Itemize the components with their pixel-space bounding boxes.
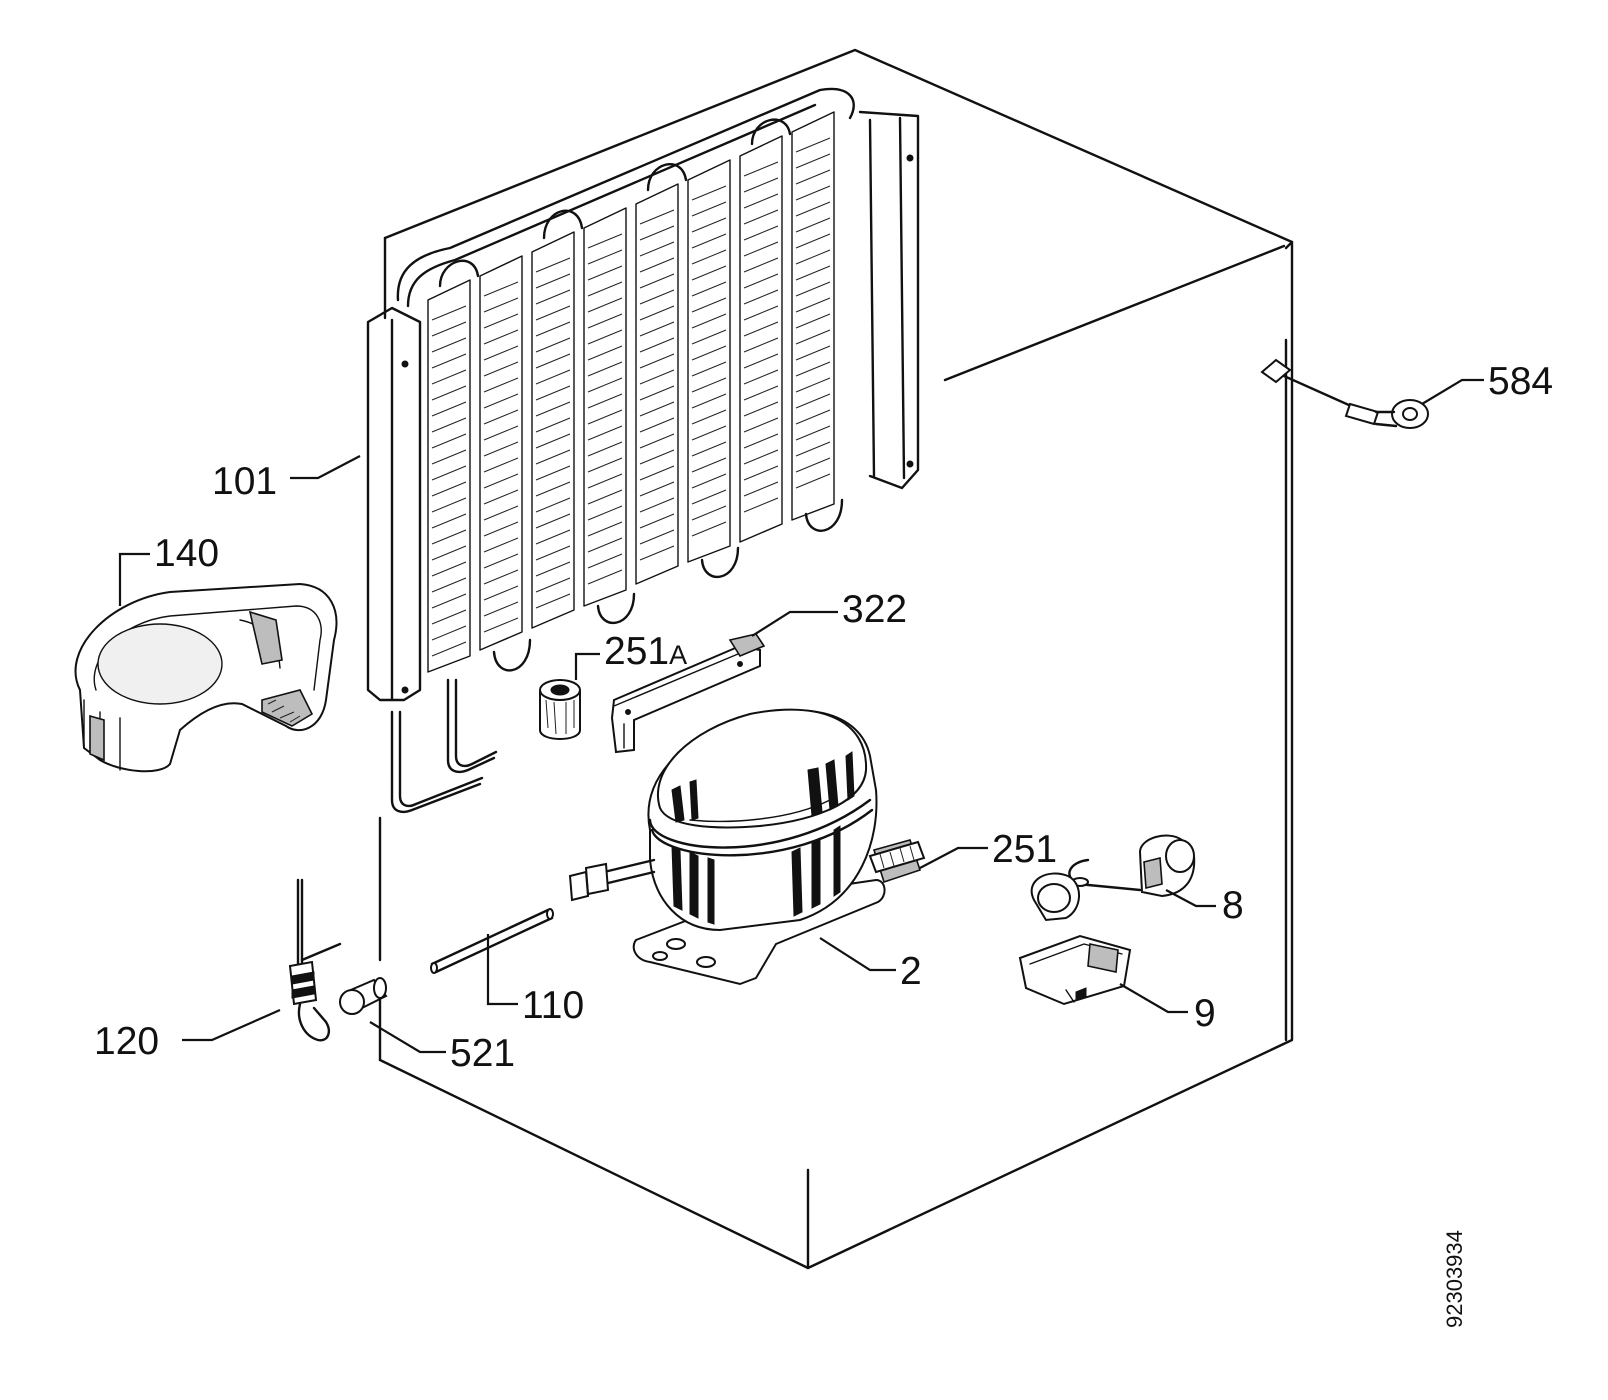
compressor-shading bbox=[671, 751, 855, 925]
label-584: 584 bbox=[1488, 360, 1553, 403]
clip bbox=[1018, 872, 1132, 1006]
label-9: 9 bbox=[1194, 992, 1216, 1035]
cabinet-outline bbox=[378, 48, 1294, 1270]
label-120: 120 bbox=[94, 1020, 159, 1063]
label-8: 8 bbox=[1222, 884, 1244, 927]
drip-tray bbox=[74, 582, 338, 773]
plug-521 bbox=[339, 977, 388, 1015]
condenser-top-bends bbox=[438, 118, 792, 288]
part-labels: 101 140 322 251A 251 2 8 9 110 521 120 5… bbox=[94, 360, 1553, 1075]
condenser-fins bbox=[427, 111, 835, 673]
bracket-322 bbox=[610, 633, 766, 754]
relay bbox=[1068, 834, 1196, 898]
document-number: 92303934 bbox=[1442, 1230, 1467, 1328]
leader-lines bbox=[118, 378, 1484, 1054]
condenser-bottom-bends bbox=[492, 498, 844, 672]
label-322: 322 bbox=[842, 588, 907, 631]
drier-120 bbox=[288, 878, 342, 1042]
label-2: 2 bbox=[900, 950, 922, 993]
tube-110 bbox=[430, 908, 554, 974]
label-251: 251 bbox=[992, 828, 1057, 871]
condenser bbox=[366, 87, 920, 814]
cable-clip-584 bbox=[1260, 358, 1429, 429]
terminal-251 bbox=[868, 840, 926, 874]
grommet-251a bbox=[539, 679, 581, 740]
label-140: 140 bbox=[154, 532, 219, 575]
label-101: 101 bbox=[212, 460, 277, 503]
label-251a: 251A bbox=[604, 630, 687, 673]
label-521: 521 bbox=[450, 1032, 515, 1075]
label-110: 110 bbox=[522, 984, 584, 1027]
